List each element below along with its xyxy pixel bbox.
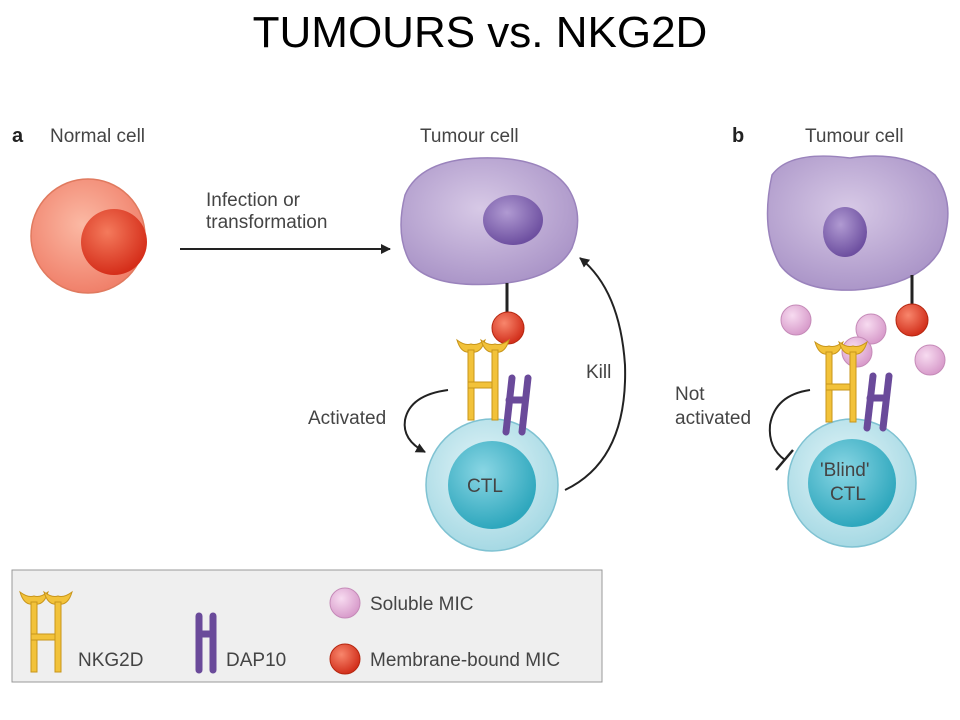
tumour-cell-label-b: Tumour cell bbox=[805, 126, 904, 147]
soluble-mic bbox=[780, 304, 812, 336]
panel-b-letter: b bbox=[732, 125, 744, 147]
soluble-mic bbox=[855, 313, 887, 345]
legend-membrane-mic-label: Membrane-bound MIC bbox=[370, 650, 560, 671]
normal-cell bbox=[30, 178, 147, 294]
legend-soluble-mic-icon bbox=[329, 587, 361, 619]
ctl-cell-a bbox=[425, 418, 559, 552]
activated-arrow bbox=[403, 389, 449, 453]
normal-cell-label: Normal cell bbox=[50, 126, 145, 147]
soluble-mic bbox=[914, 344, 946, 376]
legend-nkg2d-label: NKG2D bbox=[78, 650, 143, 671]
panel-a-letter: a bbox=[12, 125, 24, 147]
kill-label: Kill bbox=[586, 362, 611, 383]
membrane-mic-b bbox=[895, 303, 929, 337]
dap10-a bbox=[502, 374, 532, 436]
legend-dap10-icon bbox=[195, 612, 217, 674]
tumour-cell-a bbox=[400, 157, 579, 286]
blind-ctl-label-line1: 'Blind' bbox=[820, 460, 870, 481]
tumour-cell-label-a: Tumour cell bbox=[420, 126, 519, 147]
legend-membrane-mic-icon bbox=[329, 643, 361, 675]
kill-arrow bbox=[564, 257, 627, 491]
activated-label: Activated bbox=[308, 408, 386, 429]
not-activated-line2: activated bbox=[675, 408, 751, 429]
nkg2d-receptor-a bbox=[456, 339, 510, 421]
tumour-cell-b bbox=[766, 155, 949, 291]
ctl-label-a: CTL bbox=[467, 476, 503, 497]
legend-nkg2d-icon bbox=[19, 591, 73, 673]
inhibition-bar bbox=[775, 449, 794, 471]
membrane-mic-a bbox=[491, 311, 525, 345]
nkg2d-receptor-b bbox=[814, 341, 868, 423]
legend-soluble-mic-label: Soluble MIC bbox=[370, 594, 474, 615]
not-activated-arrow bbox=[768, 389, 811, 461]
blind-ctl-label-line2: CTL bbox=[830, 484, 866, 505]
dap10-b bbox=[863, 372, 893, 432]
slide-title: TUMOURS vs. NKG2D bbox=[252, 8, 708, 57]
infection-label-line2: transformation bbox=[206, 212, 327, 233]
ctl-cell-b bbox=[787, 418, 917, 548]
not-activated-line1: Not bbox=[675, 384, 705, 405]
infection-label-line1: Infection or bbox=[206, 190, 301, 211]
legend-box bbox=[11, 569, 603, 683]
legend-dap10-label: DAP10 bbox=[226, 650, 286, 671]
